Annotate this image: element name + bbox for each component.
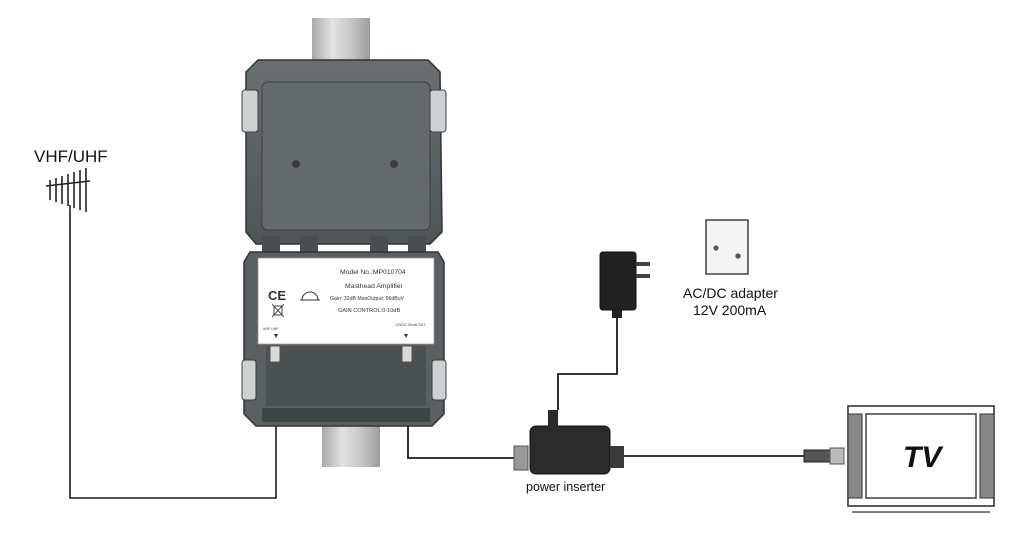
gain-control-spec: GAIN CONTROL:0-10dB [338,308,400,314]
tv-icon [847,405,995,513]
adapter-cable [557,318,618,410]
brand-logo-icon [300,291,320,301]
power-inserter-icon [513,410,624,475]
adapter-label-line1: AC/DC adapter [683,285,778,301]
output-arrow-icon [404,334,408,338]
power-inserter-label: power inserter [526,480,605,494]
amplifier-name: Masthead Amplifier [345,283,404,290]
input-arrow-icon [274,334,278,338]
recycle-bin-icon [271,303,285,318]
coax-connector-icon [803,447,845,465]
ce-mark: CE [268,288,286,303]
antenna-label: VHF/UHF [34,147,108,166]
antenna-cable [69,212,277,499]
tv-label: TV [903,441,944,474]
model-number: Model No.:MP010704 [340,269,406,276]
input-port-label: VHF UHF [263,327,279,331]
ac-dc-adapter-icon [599,251,650,318]
adapter-label-line2: 12V 200mA [693,302,767,318]
antenna-icon [45,168,91,212]
gain-spec: Gain: 32dB MaxOutput: 96dBuV [330,296,405,302]
output-port-label: 12VDC 20mA OUT [395,323,426,327]
amplifier-label-plate: CE Model No.:MP010704 Masthead Amplifier… [263,269,426,338]
amplifier-output-cable [407,426,520,459]
masthead-amplifier [241,59,447,427]
wall-socket-icon [705,219,749,275]
